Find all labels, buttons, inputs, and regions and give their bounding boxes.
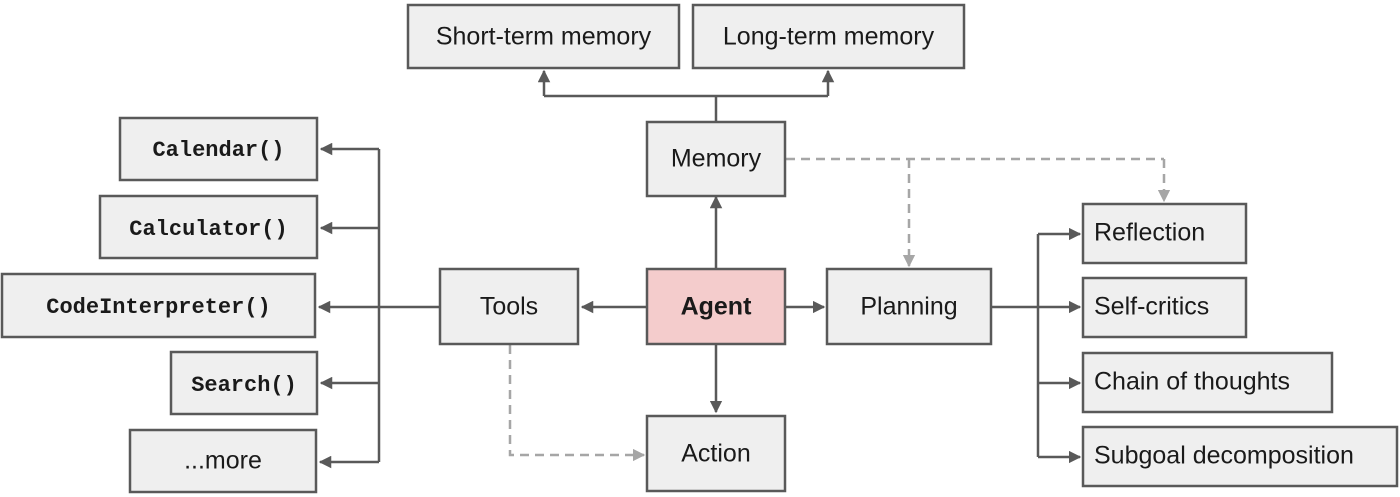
reflection-label: Reflection bbox=[1094, 219, 1205, 247]
calculator-tool-label: Calculator() bbox=[129, 217, 287, 242]
long-term-memory-label: Long-term memory bbox=[723, 23, 935, 51]
self-critics-label: Self-critics bbox=[1094, 293, 1209, 321]
agent-box: Agent bbox=[645, 267, 787, 346]
calculator-tool-box: Calculator() bbox=[98, 194, 319, 260]
search-tool-label: Search() bbox=[191, 373, 297, 398]
connectors bbox=[317, 69, 1171, 469]
codeinterpreter-tool-box: CodeInterpreter() bbox=[0, 272, 317, 339]
agent-label: Agent bbox=[681, 293, 753, 321]
planning-label: Planning bbox=[860, 293, 957, 321]
calendar-tool-label: Calendar() bbox=[152, 138, 284, 163]
memory-box: Memory bbox=[645, 120, 787, 198]
tools-box: Tools bbox=[438, 267, 580, 346]
subgoal-decomposition-label: Subgoal decomposition bbox=[1094, 442, 1354, 470]
more-tools-label: ...more bbox=[184, 447, 262, 475]
codeinterpreter-tool-label: CodeInterpreter() bbox=[46, 295, 270, 320]
self-critics-box: Self-critics bbox=[1081, 276, 1248, 339]
tools-label: Tools bbox=[480, 293, 538, 321]
short-term-memory-box: Short-term memory bbox=[406, 3, 681, 70]
short-term-memory-label: Short-term memory bbox=[436, 23, 652, 51]
chain-of-thoughts-box: Chain of thoughts bbox=[1081, 351, 1334, 414]
chain-of-thoughts-label: Chain of thoughts bbox=[1094, 368, 1290, 396]
long-term-memory-box: Long-term memory bbox=[691, 3, 966, 70]
subgoal-decomposition-box: Subgoal decomposition bbox=[1081, 425, 1399, 488]
more-tools-box: ...more bbox=[128, 428, 318, 494]
action-box: Action bbox=[645, 414, 787, 493]
planning-box: Planning bbox=[825, 267, 993, 346]
memory-label: Memory bbox=[671, 145, 762, 173]
action-label: Action bbox=[681, 440, 750, 468]
reflection-box: Reflection bbox=[1081, 202, 1248, 265]
dashed-arrow-tools-to-action bbox=[508, 345, 646, 462]
calendar-tool-box: Calendar() bbox=[118, 116, 319, 182]
search-tool-box: Search() bbox=[169, 350, 319, 416]
